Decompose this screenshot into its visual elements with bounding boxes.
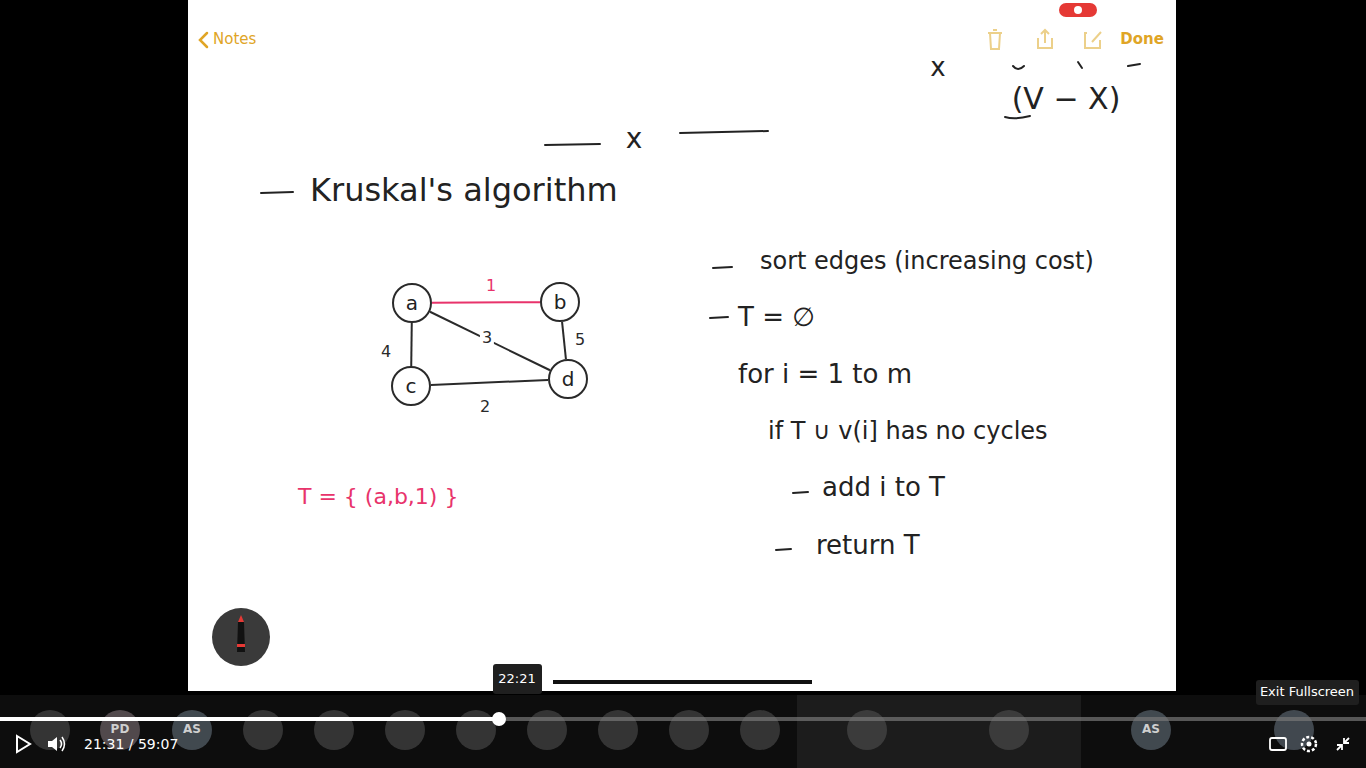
- pen-body: [237, 622, 245, 652]
- dash-stroke: [713, 267, 732, 268]
- avatar-initials: PD: [111, 723, 130, 737]
- compose-icon: [1085, 32, 1101, 48]
- vertex-label: c: [406, 376, 417, 396]
- avatar: [30, 710, 70, 750]
- avatar: [989, 710, 1029, 750]
- avatar: [456, 710, 496, 750]
- handwritten-note: x: [626, 123, 643, 155]
- algorithm-step: sort edges (increasing cost): [760, 248, 1094, 276]
- graph-vertex: c: [391, 366, 431, 406]
- back-chevron: [200, 33, 207, 47]
- dash-stroke: [261, 192, 293, 193]
- edge-weight: 5: [573, 331, 587, 349]
- graph-edge: [431, 380, 548, 385]
- edge-weight: 1: [484, 277, 498, 295]
- volume-waves: [60, 737, 65, 751]
- dash-stroke: [710, 317, 728, 318]
- handwritten-note: x: [930, 53, 945, 83]
- pen-strokes: [261, 62, 1140, 550]
- time-tooltip-text: 22:21: [498, 672, 535, 687]
- exit-fullscreen-icon: [1337, 738, 1349, 750]
- algorithm-step: if T ∪ v(i] has no cycles: [768, 418, 1048, 446]
- dash-stroke: [793, 492, 808, 493]
- avatar: [1274, 710, 1314, 750]
- edge-weight: 2: [478, 398, 492, 416]
- progress-knob: [492, 712, 506, 726]
- progress-played: [0, 717, 499, 721]
- pen-band: [237, 644, 245, 647]
- notes-page: [188, 0, 1176, 691]
- edge-weight: 3: [480, 329, 494, 347]
- scrub-stroke: [553, 680, 812, 684]
- time-display: 21:31 / 59:07: [84, 736, 178, 752]
- avatar: [1131, 710, 1171, 750]
- settings-icon: [1302, 737, 1316, 751]
- tooltip-text: Exit Fullscreen: [1260, 685, 1354, 700]
- algorithm-step: for i = 1 to m: [738, 360, 912, 390]
- pen-stroke: [1078, 62, 1082, 68]
- graph-edge: [430, 312, 550, 370]
- graph-edge: [432, 301, 540, 304]
- pen-stroke: [1005, 116, 1030, 118]
- graph-vertex: a: [392, 283, 432, 323]
- vertex-label: b: [554, 292, 567, 312]
- algorithm-step: T = ∅: [738, 303, 815, 333]
- tooltip: [1256, 680, 1359, 705]
- record-pill: [1059, 3, 1097, 17]
- handwritten-note: (V − X): [1012, 82, 1121, 117]
- vertex-label: a: [406, 293, 418, 313]
- avatar: [847, 710, 887, 750]
- avatar: [527, 710, 567, 750]
- handwritten-heading: Kruskal's algorithm: [310, 172, 618, 209]
- avatar: [314, 710, 354, 750]
- avatar: [669, 710, 709, 750]
- settings-hub: [1307, 742, 1312, 747]
- avatar: [740, 710, 780, 750]
- participant-strip: [797, 695, 1081, 768]
- avatar: [385, 710, 425, 750]
- dash-stroke: [680, 131, 768, 133]
- avatar: [243, 710, 283, 750]
- progress-track: [0, 717, 1366, 721]
- volume-icon: [48, 737, 57, 751]
- dash-stroke: [545, 144, 600, 145]
- avatar: [598, 710, 638, 750]
- trash-icon: [988, 30, 1002, 49]
- play-icon: [17, 736, 30, 752]
- pen-stroke: [1013, 66, 1024, 69]
- pen-stroke: [1128, 64, 1140, 66]
- pen-tip: [238, 615, 244, 622]
- graph-edge: [410, 323, 413, 366]
- time-tooltip: [493, 664, 542, 694]
- share-icon: [1038, 30, 1052, 48]
- vertex-label: d: [562, 369, 575, 389]
- participant-avatars: [30, 710, 1314, 750]
- avatar-initials: AS: [1142, 723, 1160, 737]
- graph-vertex: d: [548, 359, 588, 399]
- algorithm-step: add i to T: [822, 473, 945, 503]
- algorithm-step: return T: [816, 531, 920, 561]
- pen-tool: [212, 608, 270, 666]
- avatar-initials: AS: [183, 723, 201, 737]
- edge-weight: 4: [379, 343, 393, 361]
- dash-stroke: [776, 549, 791, 550]
- participant-strip: [0, 695, 1366, 768]
- cc-icon: [1270, 738, 1286, 750]
- record-dot: [1074, 6, 1082, 14]
- toolbar-icons: [988, 30, 1101, 49]
- graph-edge: [562, 322, 566, 359]
- done-button: Done: [1120, 31, 1164, 48]
- graph-vertex: b: [540, 282, 580, 322]
- tree-set: T = { (a,b,1) }: [298, 484, 458, 509]
- back-button: Notes: [213, 31, 256, 48]
